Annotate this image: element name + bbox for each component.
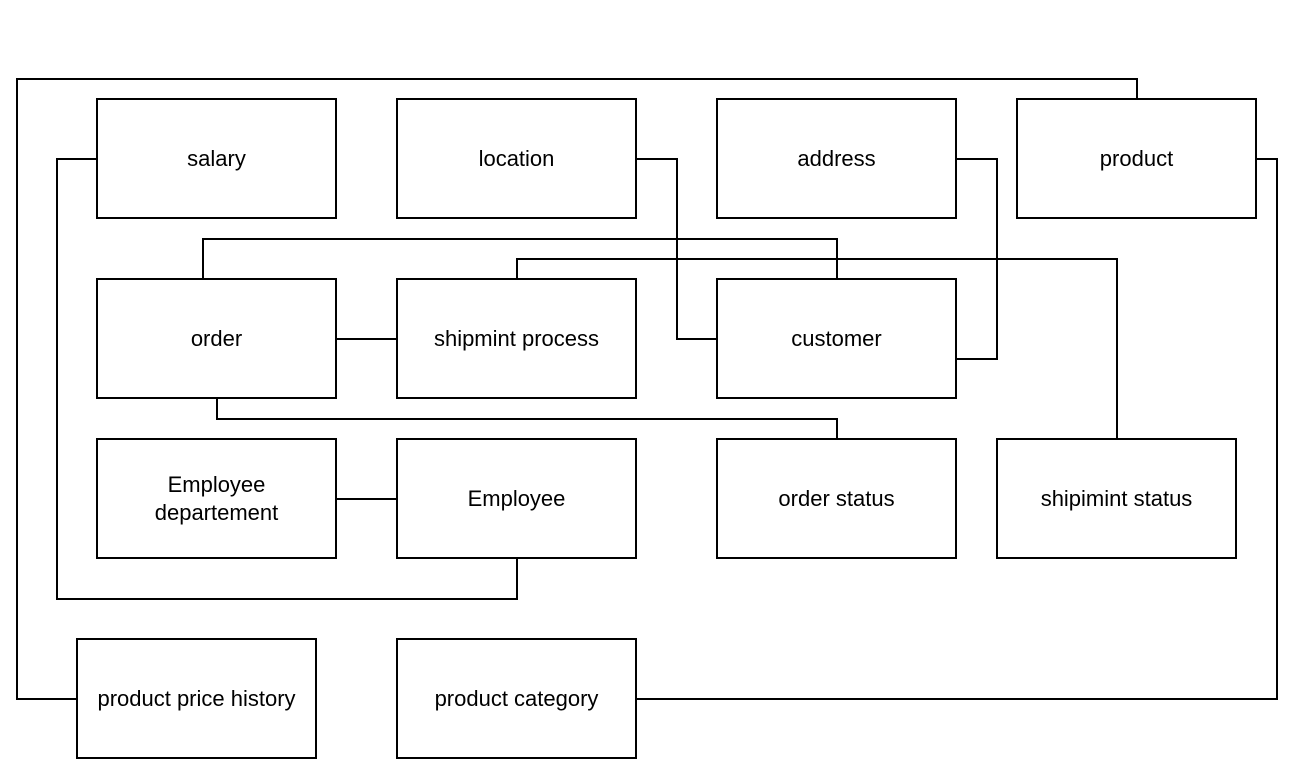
entity-order-status[interactable]: order status bbox=[716, 438, 957, 559]
connector-shipmint-process-shipimint-status bbox=[516, 258, 1118, 439]
connector-location-customer bbox=[637, 158, 717, 340]
entity-label: Employee bbox=[467, 485, 566, 511]
entity-employee[interactable]: Employee bbox=[396, 438, 637, 559]
entity-label: product price history bbox=[97, 685, 296, 711]
entity-label: shipmint process bbox=[433, 325, 600, 351]
entity-product-price-history[interactable]: product price history bbox=[76, 638, 317, 759]
entity-salary[interactable]: salary bbox=[96, 98, 337, 219]
entity-label: order bbox=[190, 325, 243, 351]
entity-label: address bbox=[797, 145, 876, 171]
entity-address[interactable]: address bbox=[716, 98, 957, 219]
entity-order[interactable]: order bbox=[96, 278, 337, 399]
connector-product-product-price-history bbox=[16, 78, 1138, 700]
entity-label: product bbox=[1099, 145, 1174, 171]
entity-product-category[interactable]: product category bbox=[396, 638, 637, 759]
entity-customer[interactable]: customer bbox=[716, 278, 957, 399]
entity-shipimint-status[interactable]: shipimint status bbox=[996, 438, 1237, 559]
entity-shipmint-process[interactable]: shipmint process bbox=[396, 278, 637, 399]
entity-label: location bbox=[478, 145, 555, 171]
connector-salary-employee bbox=[56, 158, 518, 600]
entity-label: shipimint status bbox=[1040, 485, 1193, 511]
entity-label: product category bbox=[434, 685, 599, 711]
entity-location[interactable]: location bbox=[396, 98, 637, 219]
entity-label: Employee departement bbox=[154, 471, 279, 525]
entity-label: customer bbox=[791, 325, 882, 351]
entity-product[interactable]: product bbox=[1016, 98, 1257, 219]
entity-employee-departement[interactable]: Employee departement bbox=[96, 438, 337, 559]
connector-order-order-status bbox=[216, 399, 838, 439]
entity-label: salary bbox=[187, 145, 246, 171]
connector-product-product-category bbox=[637, 158, 1278, 700]
entity-label: order status bbox=[778, 485, 895, 511]
